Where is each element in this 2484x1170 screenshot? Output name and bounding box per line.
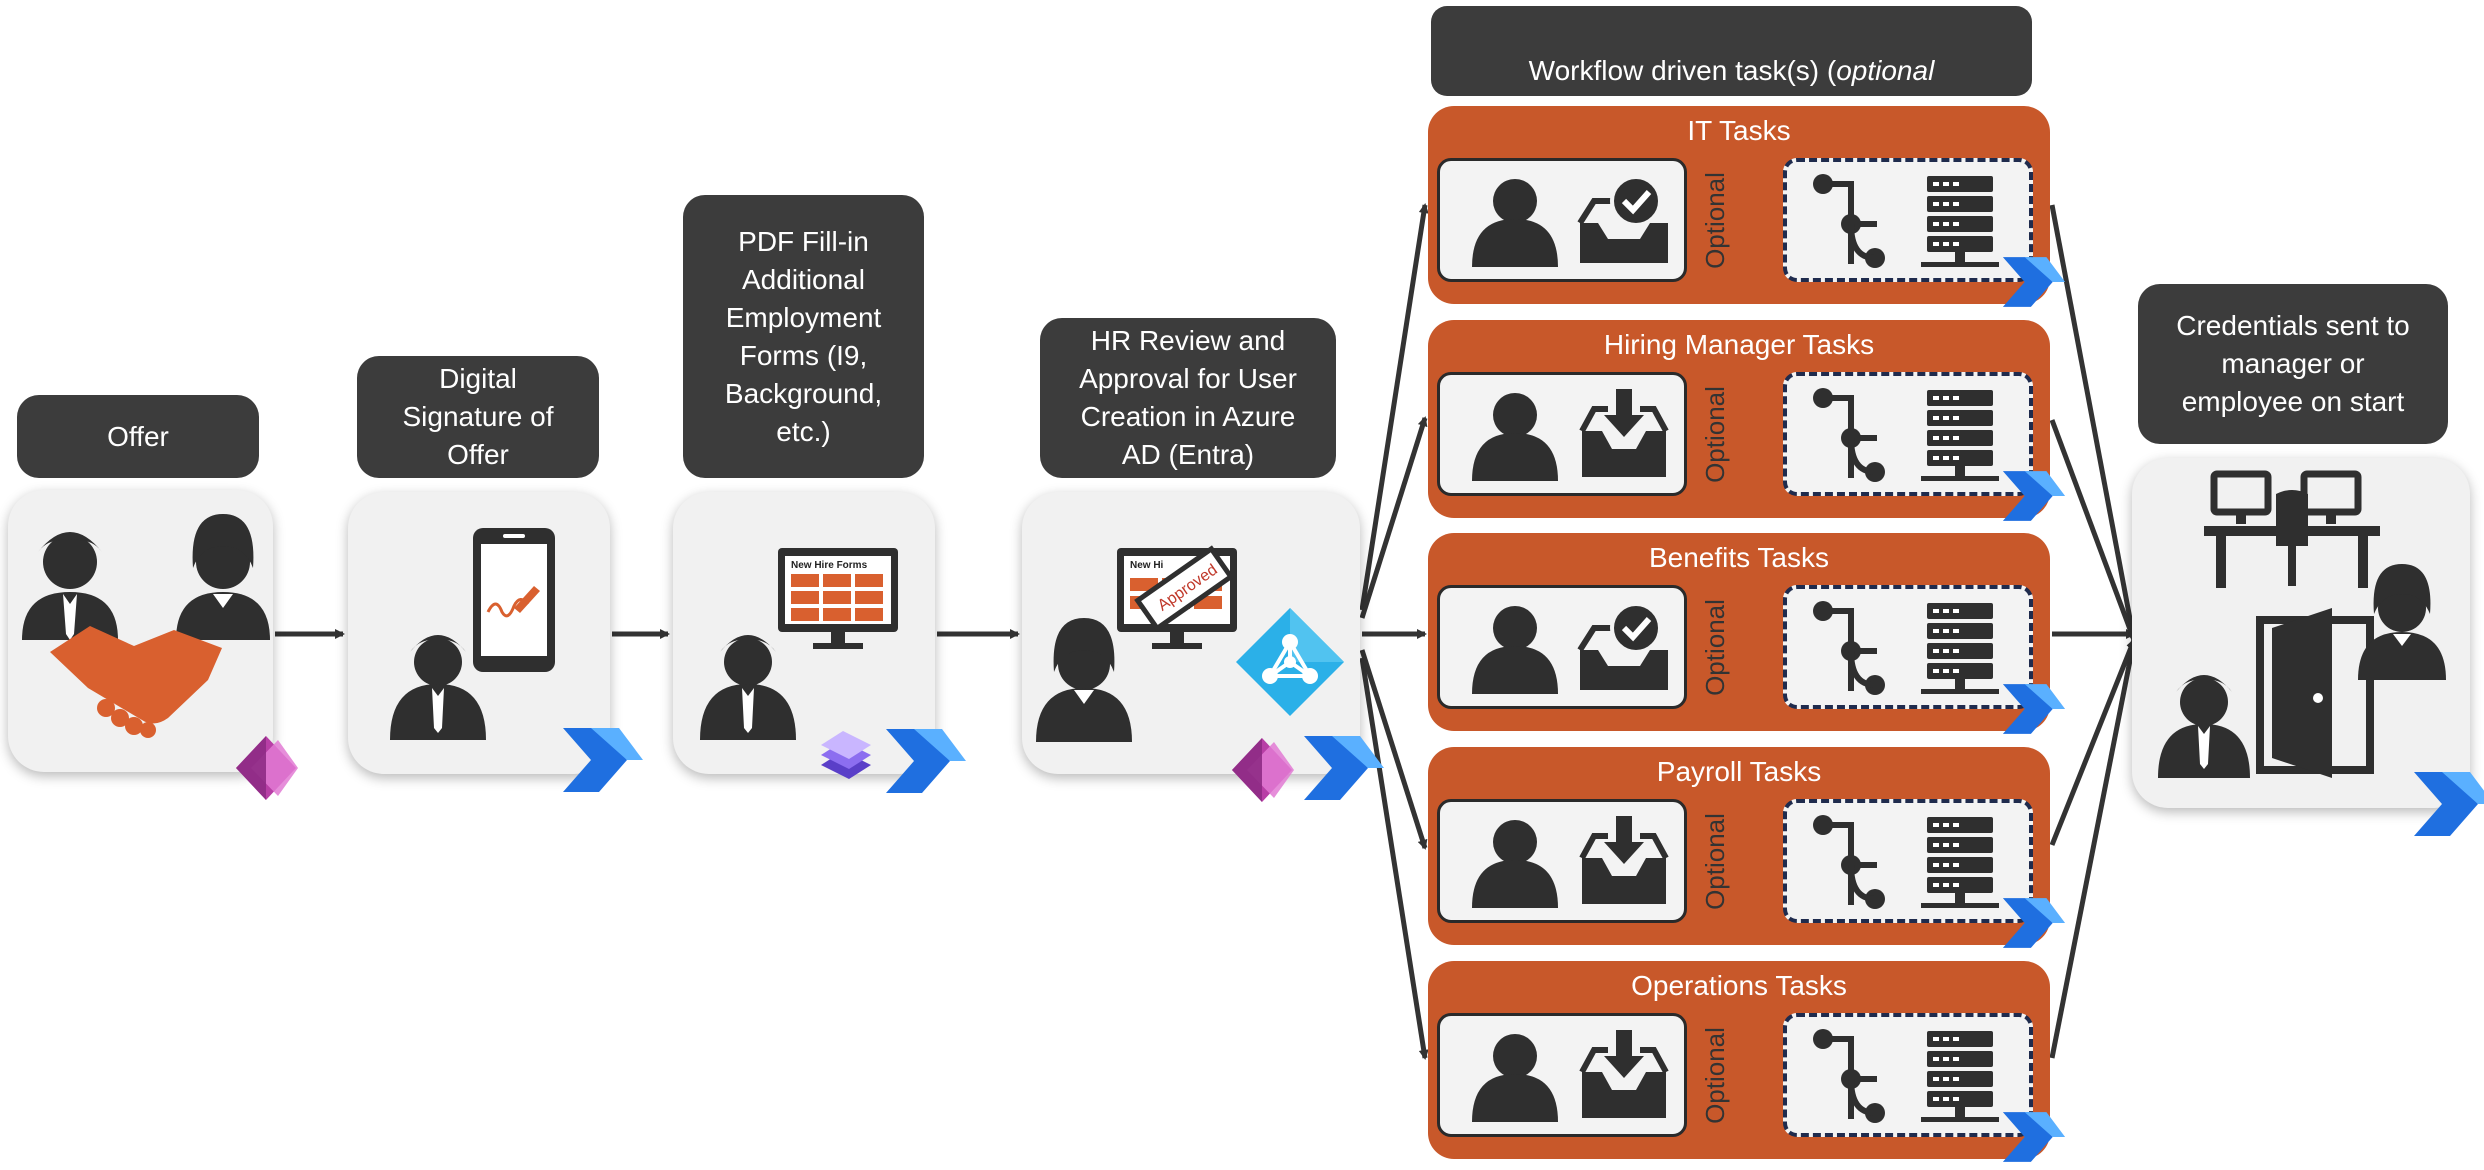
inbox-download-icon	[1574, 1026, 1674, 1131]
offer-label: Offer	[17, 395, 259, 478]
inbox-check-icon	[1574, 598, 1674, 703]
task-title: IT Tasks	[1687, 115, 1791, 146]
power-automate-icon	[2002, 895, 2066, 956]
power-automate-icon	[563, 728, 643, 792]
optional-label: Optional	[1699, 171, 1730, 269]
signature-label: Digital Signature of Offer	[357, 356, 599, 478]
person-icon	[1460, 598, 1570, 703]
arrow-payroll-to-credentials	[2049, 638, 2137, 846]
workflow-icon	[1809, 597, 1899, 702]
hr-review-card: New Hi Approved	[1022, 492, 1384, 802]
workflow-header-plain: Workflow driven task(s) (	[1528, 55, 1837, 86]
workflow-icon	[1809, 384, 1899, 489]
optional-label: Optional	[1699, 1026, 1730, 1124]
arrow-hr-to-payroll	[1359, 649, 1428, 850]
task-manual-box	[1437, 1013, 1687, 1137]
handshake-icon	[22, 514, 270, 738]
arrow-hr-to-hiring	[1359, 416, 1428, 619]
azure-ad-icon	[1236, 608, 1344, 716]
optional-label: Optional	[1699, 598, 1730, 696]
task-automation-box	[1783, 585, 2033, 709]
pdf-forms-card: New Hire Forms	[673, 492, 966, 793]
server-icon	[1915, 170, 2005, 275]
arrow-hr-to-operations	[1359, 657, 1429, 1060]
task-manual-box	[1437, 585, 1687, 709]
approved-stamp-icon: New Hi Approved	[1036, 545, 1237, 742]
task-automation-box	[1783, 158, 2033, 282]
task-manual-box	[1437, 158, 1687, 282]
person-icon	[1460, 171, 1570, 276]
power-automate-icon	[2002, 681, 2066, 742]
phone-signature-icon	[390, 528, 555, 740]
credentials-label: Credentials sent to manager or employee …	[2138, 284, 2448, 444]
power-apps-icon	[236, 736, 298, 800]
monitor-forms-text: New Hire Forms	[791, 560, 868, 571]
monitor-forms-short-text: New Hi	[1130, 560, 1164, 571]
optional-label: Optional	[1699, 812, 1730, 910]
copilot-studio-icon	[821, 731, 871, 779]
arrow-it-to-credentials	[2049, 204, 2138, 642]
task-title: Benefits Tasks	[1648, 542, 1830, 573]
workflow-icon	[1809, 811, 1899, 916]
server-icon	[1915, 384, 2005, 489]
inbox-download-icon	[1574, 385, 1674, 490]
power-automate-icon	[2002, 254, 2066, 315]
monitor-forms-icon: New Hire Forms	[700, 548, 898, 740]
task-automation-box	[1783, 799, 2033, 923]
office-door-icon	[2158, 470, 2446, 778]
task-manual-box	[1437, 372, 1687, 496]
arrow-hr-to-it	[1359, 203, 1429, 611]
workflow-header: Workflow driven task(s) (optional automa…	[1431, 6, 2032, 124]
power-automate-icon	[2002, 1109, 2066, 1170]
inbox-download-icon	[1574, 812, 1674, 917]
signature-card	[348, 492, 643, 792]
workflow-icon	[1809, 170, 1899, 275]
hr-review-label: HR Review and Approval for User Creation…	[1040, 318, 1336, 478]
task-automation-box	[1783, 1013, 2033, 1137]
server-icon	[1915, 597, 2005, 702]
task-title: Payroll Tasks	[1656, 756, 1822, 787]
person-icon	[1460, 812, 1570, 917]
person-icon	[1460, 385, 1570, 490]
arrow-operations-to-credentials	[2049, 638, 2138, 1059]
power-automate-icon	[886, 729, 966, 793]
inbox-check-icon	[1574, 171, 1674, 276]
server-icon	[1915, 811, 2005, 916]
credentials-card	[2132, 458, 2484, 836]
task-manual-box	[1437, 799, 1687, 923]
power-apps-icon	[1232, 738, 1294, 802]
optional-label: Optional	[1699, 385, 1730, 483]
pdf-forms-label: PDF Fill-in Additional Employment Forms …	[683, 195, 924, 478]
offer-card	[8, 490, 298, 800]
task-title: Operations Tasks	[1631, 970, 1847, 1001]
arrow-hiring-to-credentials	[2049, 419, 2137, 642]
server-icon	[1915, 1025, 2005, 1130]
task-automation-box	[1783, 372, 2033, 496]
power-automate-icon	[1304, 736, 1384, 800]
task-title: Hiring Manager Tasks	[1603, 329, 1875, 360]
person-icon	[1460, 1026, 1570, 1131]
power-automate-icon	[2002, 468, 2066, 529]
workflow-icon	[1809, 1025, 1899, 1130]
power-automate-icon	[2414, 772, 2484, 836]
